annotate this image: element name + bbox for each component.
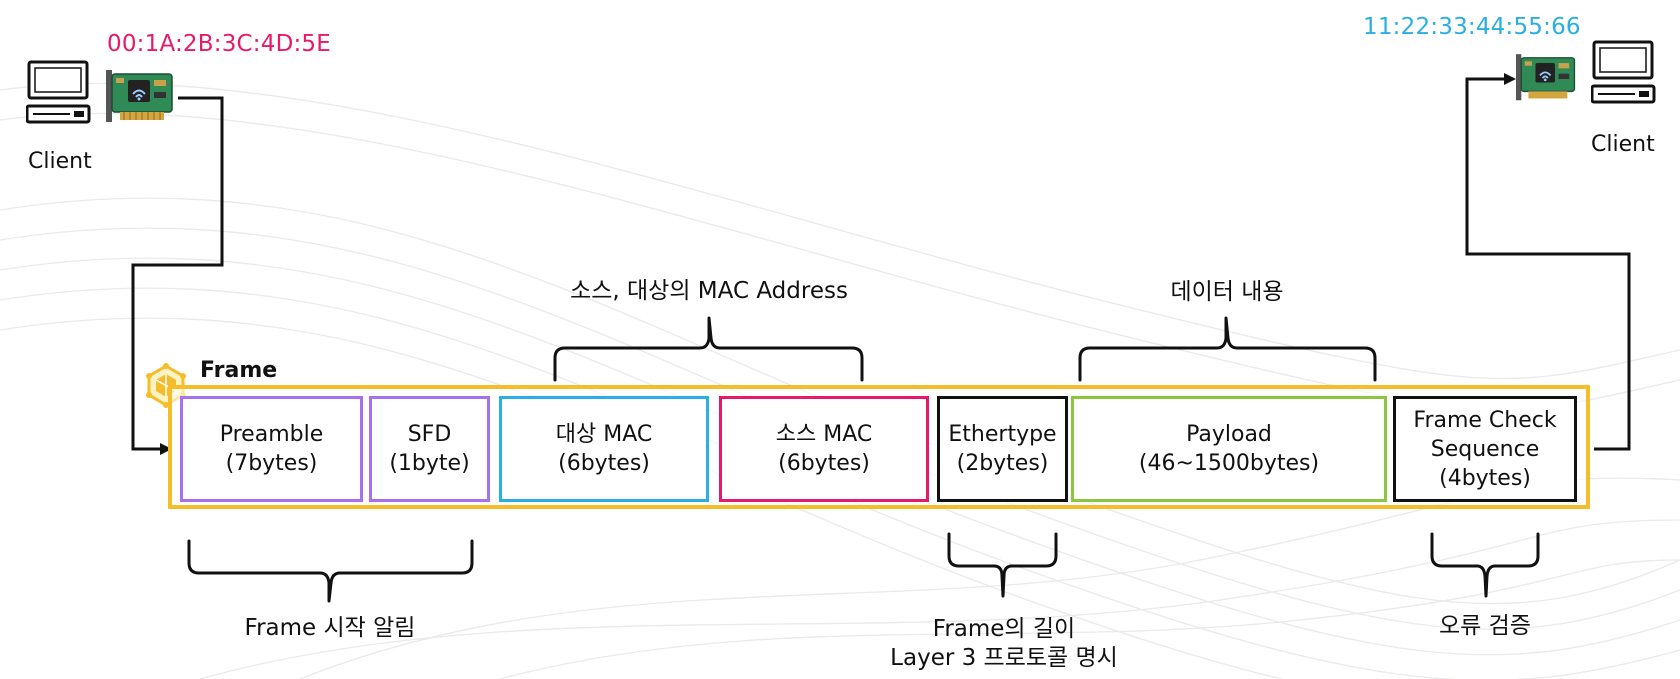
field-payload-name: Payload (1186, 422, 1272, 447)
source-wire (131, 96, 224, 451)
field-frame-check-sequence: Frame Check Sequence (4bytes) (1393, 396, 1577, 502)
annotation-mac-address: 소스, 대상의 MAC Address (570, 278, 848, 304)
field-source-mac: 소스 MAC (6bytes) (719, 396, 929, 502)
field-preamble-size: (7bytes) (225, 451, 318, 476)
field-source-mac-size: (6bytes) (778, 451, 870, 476)
field-fcs-size: (4bytes) (1439, 465, 1531, 491)
annotation-error-check: 오류 검증 (1439, 613, 1531, 639)
field-sfd-size: (1byte) (389, 451, 470, 476)
destination-wire (1465, 77, 1631, 451)
annotation-frame-start: Frame 시작 알림 (244, 615, 416, 641)
field-ethertype-size: (2bytes) (956, 451, 1049, 476)
field-fcs-name-line2: Sequence (1430, 436, 1540, 462)
destination-mac-address: 11:22:33:44:55:66 (1363, 14, 1581, 40)
field-destination-mac-name: 대상 MAC (555, 422, 653, 447)
computer-icon (26, 60, 91, 124)
brace-frame-length (947, 532, 1058, 598)
field-ethertype-name: Ethertype (948, 422, 1057, 447)
field-payload: Payload (46~1500bytes) (1071, 396, 1387, 502)
field-preamble: Preamble (7bytes) (180, 396, 363, 502)
source-wire-arrowhead (160, 443, 172, 455)
destination-wire-arrowhead (1504, 73, 1516, 85)
source-client-label: Client (28, 149, 92, 174)
field-payload-size: (46~1500bytes) (1138, 451, 1320, 476)
brace-frame-start (187, 539, 474, 603)
brace-mac-address (553, 316, 864, 382)
network-card-icon (106, 70, 173, 122)
annotation-frame-length-line2: Layer 3 프로토콜 명시 (890, 645, 1118, 671)
field-destination-mac: 대상 MAC (6bytes) (499, 396, 709, 502)
field-source-mac-name: 소스 MAC (775, 422, 873, 447)
field-ethertype: Ethertype (2bytes) (937, 396, 1068, 502)
source-mac-address: 00:1A:2B:3C:4D:5E (107, 31, 331, 57)
field-destination-mac-size: (6bytes) (558, 451, 650, 476)
field-sfd: SFD (1byte) (369, 396, 490, 502)
field-preamble-name: Preamble (219, 422, 324, 447)
network-card-icon (1516, 54, 1576, 101)
field-fcs-name-line1: Frame Check (1413, 407, 1557, 433)
brace-data-content (1078, 316, 1377, 382)
frame-label: Frame (200, 358, 278, 383)
annotation-frame-length-line1: Frame의 길이 (932, 616, 1076, 642)
annotation-data-content: 데이터 내용 (1170, 279, 1284, 305)
computer-icon (1591, 40, 1656, 104)
destination-client-label: Client (1591, 132, 1655, 157)
brace-error-check (1430, 532, 1540, 598)
field-sfd-name: SFD (407, 422, 452, 447)
